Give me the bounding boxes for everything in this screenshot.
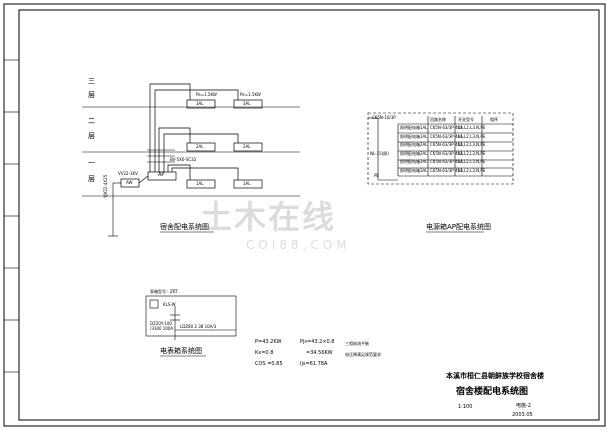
riser-breaker-marks: [147, 149, 175, 163]
box-label-1al: 1AL: [243, 181, 251, 186]
calc-kx: Kx=0.8: [255, 350, 274, 356]
ap-breaker-label: C65N-10/3P: [372, 115, 396, 120]
ap-table-cell: 照明配电箱2AL: [400, 142, 428, 147]
riser-pe-label: Pe=1.5KW: [196, 92, 217, 97]
floor-2-label: 二: [88, 117, 95, 125]
watermark-sub: COI88.COM: [246, 238, 351, 252]
floor-1-label: 一: [88, 159, 95, 167]
meter-breaker-b: /3300 100A: [150, 326, 174, 331]
box-label-3al: 3AL: [196, 101, 204, 106]
ap-table-cell: 照明配电箱3AL: [400, 159, 428, 164]
ap-table-cell: 照明配电箱3AL: [400, 167, 428, 173]
box-label-2al: 2AL: [196, 144, 204, 149]
project-name: 本溪市桓仁县朝鲜族学校宿舍楼: [446, 372, 544, 380]
ap-box-label: AP: [158, 172, 165, 178]
ap-header-phase: 相序: [490, 117, 498, 122]
ap-table-cell: L1,L2,L3,N,PE: [458, 159, 486, 164]
floor-3-unit: 层: [88, 91, 95, 99]
drawing-date: 2003.05: [512, 412, 533, 418]
binding-margin: [4, 59, 19, 373]
ap-table-cell: C65N-63/3P 40A: [430, 133, 463, 139]
calc-ijs: Ijs=61.78A: [300, 361, 328, 367]
watermark-main: 土木在线: [200, 198, 337, 236]
ap-panel-lines: [367, 112, 514, 185]
calc-pjs1: Pjs=43.2×0.8: [300, 339, 335, 345]
outer-border: [3, 3, 606, 427]
drawing-number: 电施-2: [516, 403, 531, 409]
meter-box-lines: [145, 295, 237, 340]
kwh-meter-label: KLS-W: [163, 302, 176, 307]
box-label-2al: 2AL: [243, 144, 251, 149]
risers: [149, 83, 239, 180]
calc-pjs2: =34.56KW: [306, 350, 333, 356]
ap-table-cell: C65N-63/3P 40A: [430, 159, 463, 164]
ap-diagram-title: 电源箱AP配电系统图: [426, 223, 492, 231]
distribution-boxes: [120, 99, 263, 189]
floor-3-label: 三: [88, 77, 95, 85]
inner-border: [18, 9, 600, 421]
ap-header-circuit: 回路名称: [430, 117, 446, 122]
ap-table-cell: L1,L2,L3,N,PE: [458, 125, 486, 130]
incoming-cable-label: YJV22-4X25: [103, 174, 108, 198]
ap-table-cell: C65N-63/3P 40A: [430, 150, 463, 156]
aw-box-label: AW: [126, 180, 133, 185]
ap-table-cell: C65N-63/3P 40A: [430, 167, 463, 173]
box-label-3al: 3AL: [243, 101, 251, 106]
box-label-1al: 1AL: [196, 181, 204, 186]
floor-2-unit: 层: [88, 132, 95, 140]
meter-model-label: 表箱型号：ZRT: [150, 289, 178, 294]
riser-pe-label: Pe=1.5KW: [240, 92, 261, 97]
watermark: 土木在线 COI88.COM: [200, 192, 351, 252]
ap-pe-label: PE: [374, 173, 379, 178]
ap-table-cell: L1,L2,L3,N,PE: [458, 150, 486, 156]
calc-note-2: 电压降满足规范要求: [345, 352, 381, 357]
riser-diagram-title: 宿舍配电系统图: [160, 223, 209, 231]
ap-table-cell: 照明配电箱1AL: [400, 133, 428, 139]
meter-breaker-a: DZ20Y-100: [150, 321, 172, 326]
ap-table-cell: C65N-63/3P 40A: [430, 125, 463, 130]
floor-lines: [82, 106, 300, 197]
ap-table-cell: 照明配电箱2AL: [400, 150, 428, 156]
sub-cable-label: BV-5X6-SC32: [170, 157, 197, 162]
drawing-scale: 1:100: [458, 404, 473, 410]
drawing-title: 宿舍楼配电系统图: [456, 387, 529, 397]
meter-cable-label: LDZ80 2.38 10A/3: [180, 324, 217, 329]
ap-table-cell: L1,L2,L3,N,PE: [458, 167, 486, 173]
floor-1-unit: 层: [88, 175, 95, 183]
ap-table-cell: C65N-63/3P 40A: [430, 142, 463, 147]
calc-pe: P=43.2KW: [255, 339, 282, 345]
ap-incoming-label: NL-15(照): [370, 151, 389, 156]
ap-table-cell: 照明配电箱1AL: [400, 125, 428, 130]
ap-table-cell: L1,L2,L3,N,PE: [458, 133, 486, 139]
calc-cos: COS =0.85: [255, 361, 283, 367]
ap-table-cell: L1,L2,L3,N,PE: [458, 142, 486, 147]
ap-header-breaker: 开关型号: [458, 117, 474, 122]
title-underlines: [160, 231, 484, 357]
cable-label: VV22-1KV: [118, 171, 138, 176]
meter-diagram-title: 电表箱系统图: [160, 347, 202, 355]
calc-note-1: 三相电流平衡: [345, 341, 369, 346]
